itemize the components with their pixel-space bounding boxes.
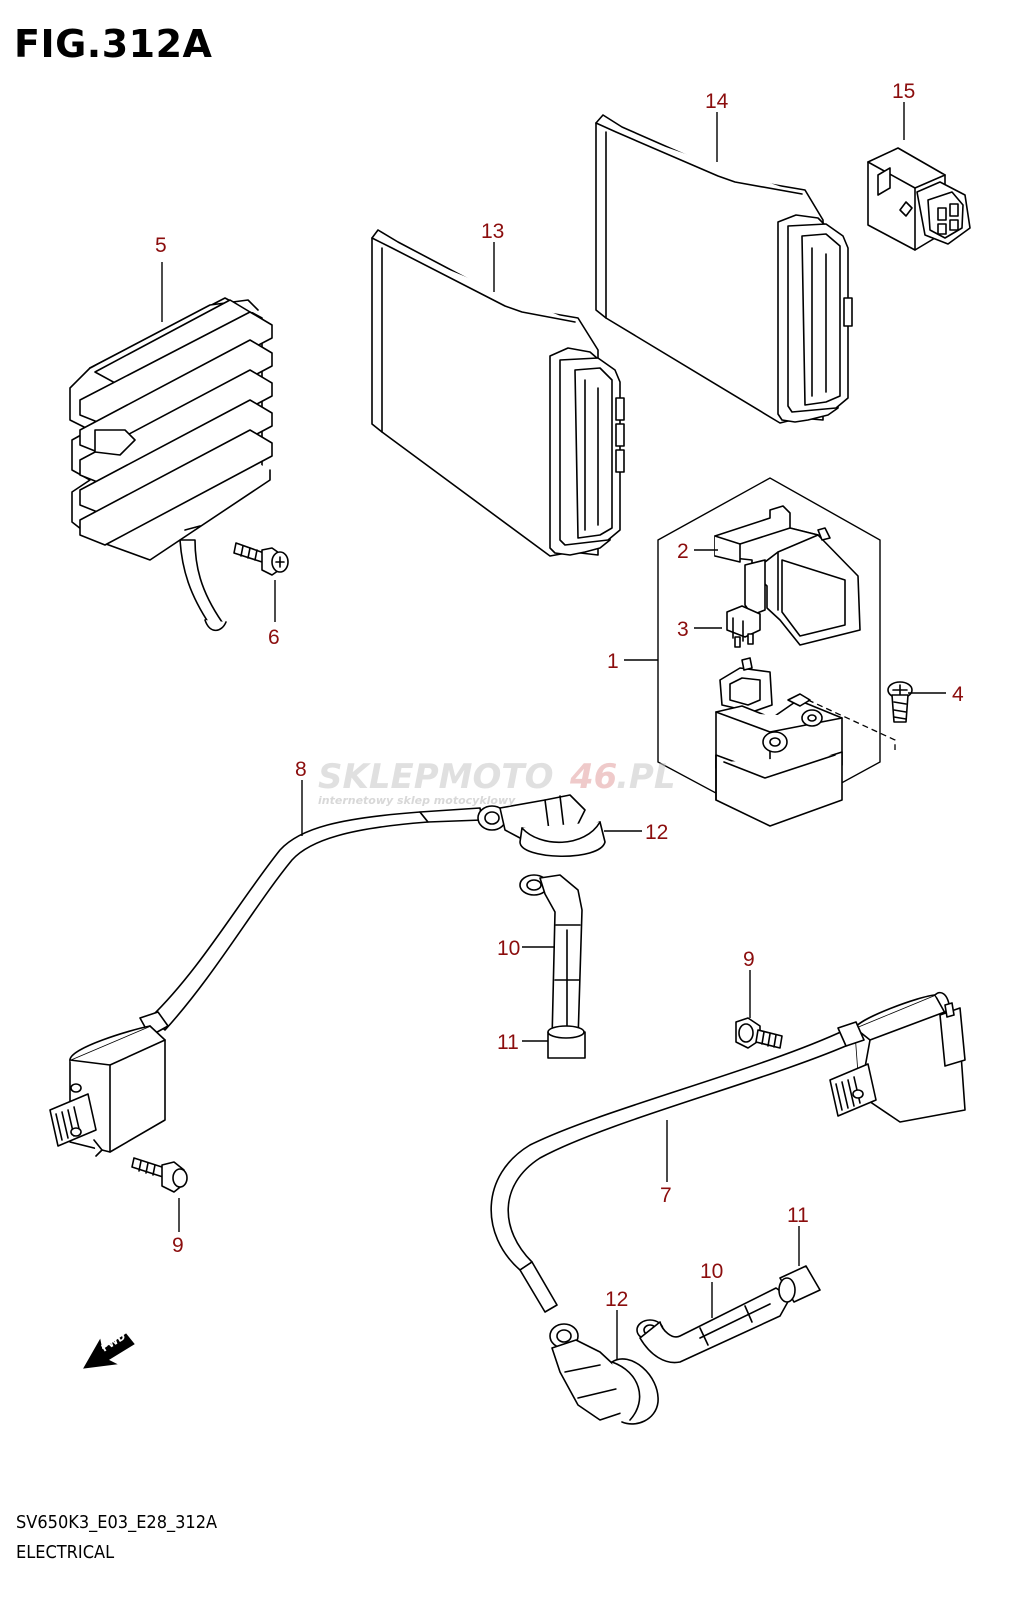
screw-6[interactable] xyxy=(233,542,289,576)
regulator-rectifier[interactable] xyxy=(69,297,273,632)
plug-cap-12-upper[interactable] xyxy=(477,794,606,857)
screw-4[interactable] xyxy=(887,681,913,723)
suppressor-10-lower[interactable] xyxy=(636,1287,791,1364)
figure-subtitle: ELECTRICAL xyxy=(16,1542,115,1563)
plug-cap-12-lower[interactable] xyxy=(549,1323,659,1425)
ignition-coil-8[interactable] xyxy=(49,807,483,1157)
screw-9-right[interactable] xyxy=(735,1017,783,1049)
figure-code: SV650K3_E03_E28_312A xyxy=(16,1512,218,1533)
cap-11-lower[interactable] xyxy=(778,1265,821,1303)
callout-10-upper: 10 xyxy=(497,937,520,960)
leader-lines xyxy=(161,102,946,1360)
callout-12-upper: 12 xyxy=(645,821,668,844)
callout-13: 13 xyxy=(481,220,504,243)
callout-11-upper: 11 xyxy=(497,1031,519,1054)
fuse-3[interactable] xyxy=(726,605,761,648)
watermark-brand-a: SKLEPMOTO xyxy=(318,757,553,797)
assembly-1-frame xyxy=(657,477,881,823)
watermark-brand-c: .PL xyxy=(616,757,676,797)
fwd-arrow-icon: FWD xyxy=(83,1331,135,1369)
callout-5: 5 xyxy=(155,234,167,257)
callout-6: 6 xyxy=(268,626,280,649)
callout-9-right: 9 xyxy=(743,948,755,971)
callout-2: 2 xyxy=(677,540,689,563)
ecm-unit-14[interactable] xyxy=(595,114,853,424)
callout-11-lower: 11 xyxy=(787,1204,809,1227)
starter-relay-1[interactable] xyxy=(715,657,843,827)
callout-numbers: 5 6 13 14 15 2 3 1 4 8 12 10 11 9 9 7 10… xyxy=(155,80,964,1311)
callout-14: 14 xyxy=(705,90,729,113)
ecm-unit-13[interactable] xyxy=(371,229,625,557)
callout-7: 7 xyxy=(660,1184,672,1207)
figure-title: FIG.312A xyxy=(14,22,213,66)
watermark-brand-b: 46 xyxy=(569,757,617,797)
suppressor-10-upper[interactable] xyxy=(519,874,583,1041)
callout-12-lower: 12 xyxy=(605,1288,628,1311)
screw-9-left[interactable] xyxy=(131,1157,188,1193)
screw-4-guide xyxy=(807,699,896,750)
watermark: SKLEPMOTO 46 .PL internetowy sklep motoc… xyxy=(318,757,676,807)
cap-11-upper[interactable] xyxy=(547,1025,586,1059)
ignition-coil-7[interactable] xyxy=(490,991,966,1313)
callout-3: 3 xyxy=(677,618,689,641)
callout-15: 15 xyxy=(892,80,915,103)
watermark-tagline: internetowy sklep motocyklowy xyxy=(318,794,516,807)
callout-8: 8 xyxy=(295,758,307,781)
callout-1: 1 xyxy=(607,650,619,673)
callout-4: 4 xyxy=(952,683,964,706)
callout-10-lower: 10 xyxy=(700,1260,723,1283)
callout-9-left: 9 xyxy=(172,1234,184,1257)
relay-connector-15[interactable] xyxy=(867,147,971,251)
relay-cover-2[interactable] xyxy=(714,505,861,646)
